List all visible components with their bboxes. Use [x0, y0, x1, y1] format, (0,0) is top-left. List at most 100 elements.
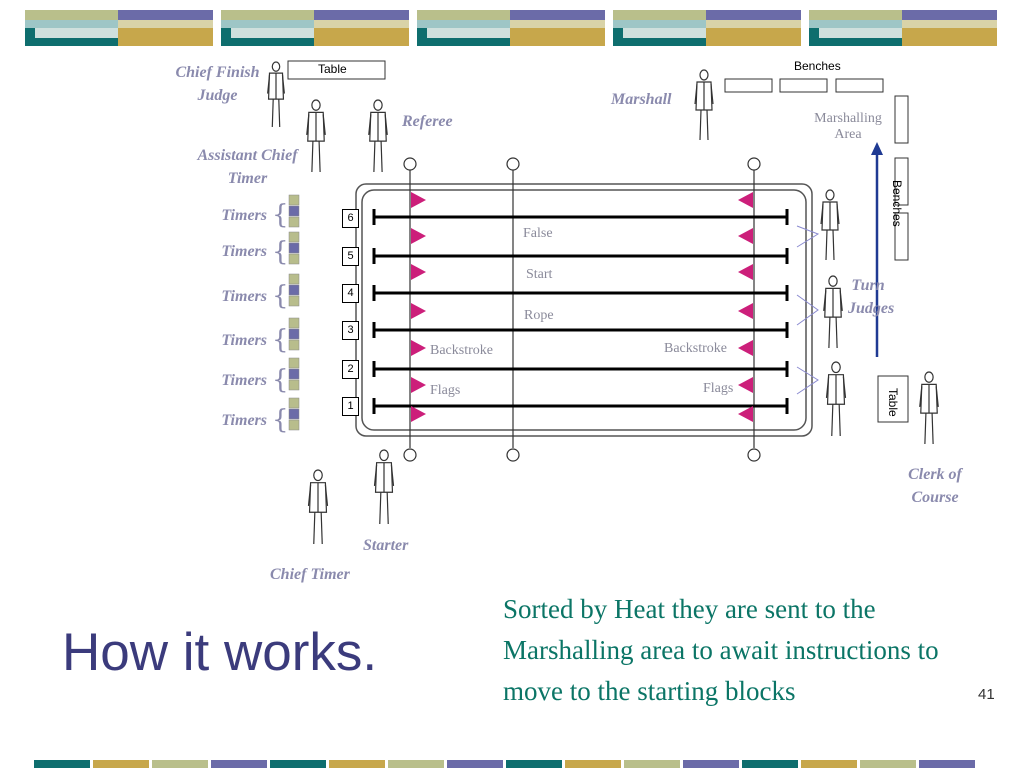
banner-tile — [860, 760, 916, 768]
lane-number-6: 6 — [342, 209, 359, 228]
banner-tile — [683, 760, 739, 768]
label-marshalling-area: Marshalling Area — [814, 111, 882, 142]
label-backstroke-right: Backstroke — [662, 341, 729, 357]
timer-square-icon — [288, 368, 300, 380]
label-benches-top: Benches — [794, 59, 841, 73]
slide-body-text: Sorted by Heat they are sent to the Mars… — [503, 594, 939, 706]
banner-tile — [613, 10, 801, 46]
timer-square-icon — [288, 295, 300, 307]
label-benches-side: Benches — [890, 180, 904, 227]
timer-square-icon — [288, 242, 300, 254]
turn-judge-pointers — [796, 225, 820, 395]
lane-rope — [372, 209, 789, 225]
label-backstroke-left: Backstroke — [428, 343, 495, 359]
flag-triangle-icon — [411, 340, 426, 356]
flag-triangle-icon — [738, 228, 753, 244]
lane-rope — [372, 285, 789, 301]
label-flags-right: Flags — [701, 381, 736, 397]
brace-lane-2: { — [272, 365, 289, 395]
benches-side — [894, 95, 909, 261]
flag-triangle-icon — [411, 228, 426, 244]
banner-tile — [25, 10, 213, 46]
banner-tile — [742, 760, 798, 768]
label-start: Start — [524, 267, 555, 283]
official-figure-icon — [306, 99, 326, 173]
official-figure-icon — [307, 469, 329, 545]
lane-number-4: 4 — [342, 284, 359, 303]
brace-lane-3: { — [272, 325, 289, 355]
lane-number-5: 5 — [342, 247, 359, 266]
timers-label-lane-4: Timers — [221, 288, 267, 305]
benches-top — [724, 78, 884, 93]
pool-outline-inner — [361, 189, 807, 431]
timer-square-icon — [288, 379, 300, 391]
slide-title: How it works. — [62, 623, 378, 682]
banner-tile — [447, 760, 503, 768]
lane-rope — [372, 361, 789, 377]
label-chief-finish-judge: Chief Finish Judge — [175, 64, 260, 104]
label-marshall: Marshall — [611, 91, 672, 108]
timer-square-icon — [288, 339, 300, 351]
timer-square-icon — [288, 419, 300, 431]
timers-label-lane-1: Timers — [221, 412, 267, 429]
lane-rope — [372, 398, 789, 414]
label-turn-judges: Turn Judges — [848, 277, 895, 317]
label-clerk-of-course: Clerk of Course — [908, 466, 962, 506]
flag-triangle-icon — [411, 303, 426, 319]
flag-triangle-icon — [411, 377, 426, 393]
timer-squares — [288, 194, 300, 431]
lane-rope — [372, 248, 789, 264]
banner-tile — [624, 760, 680, 768]
timer-square-icon — [288, 194, 300, 206]
banner-tile — [329, 760, 385, 768]
official-figure-icon — [694, 69, 714, 141]
label-flags-left: Flags — [428, 383, 463, 399]
official-figure-icon — [820, 189, 840, 261]
timer-square-icon — [288, 231, 300, 243]
banner-tile — [270, 760, 326, 768]
timer-square-icon — [288, 284, 300, 296]
brace-lane-1: { — [272, 405, 289, 435]
pole-lines — [403, 157, 761, 462]
official-figure-icon — [823, 275, 843, 349]
timers-label-lane-6: Timers — [221, 207, 267, 224]
lane-number-1: 1 — [342, 397, 359, 416]
flag-triangle-icon — [411, 192, 426, 208]
table-top-box — [287, 60, 386, 80]
timer-square-icon — [288, 357, 300, 369]
official-figure-icon — [919, 371, 939, 445]
label-false: False — [521, 226, 555, 242]
banner-tile — [565, 760, 621, 768]
label-starter: Starter — [363, 537, 409, 554]
brace-lane-6: { — [272, 200, 289, 230]
banner-tile — [93, 760, 149, 768]
timer-square-icon — [288, 328, 300, 340]
pool-diagram — [267, 60, 939, 545]
timer-square-icon — [288, 253, 300, 265]
official-figures — [267, 61, 939, 545]
banner-tile — [152, 760, 208, 768]
lane-number-3: 3 — [342, 321, 359, 340]
banner-tile — [417, 10, 605, 46]
lane-rope — [372, 322, 789, 338]
top-banner — [25, 10, 997, 46]
flag-triangle-icon — [738, 406, 753, 422]
label-table-top: Table — [318, 62, 347, 76]
brace-lane-5: { — [272, 237, 289, 267]
label-table-side: Table — [886, 388, 900, 417]
label-rope: Rope — [522, 308, 556, 324]
official-figure-icon — [825, 361, 847, 437]
page-number: 41 — [978, 686, 995, 703]
table-side-box — [877, 375, 909, 423]
flag-triangle-icon — [738, 192, 753, 208]
banner-tile — [221, 10, 409, 46]
flag-triangle-icon — [738, 340, 753, 356]
flag-triangle-icon — [738, 303, 753, 319]
banner-tile — [388, 760, 444, 768]
banner-tile — [506, 760, 562, 768]
banner-tile — [919, 760, 975, 768]
timer-square-icon — [288, 317, 300, 329]
official-figure-icon — [373, 449, 395, 525]
banner-tile — [211, 760, 267, 768]
banner-tile — [34, 760, 90, 768]
